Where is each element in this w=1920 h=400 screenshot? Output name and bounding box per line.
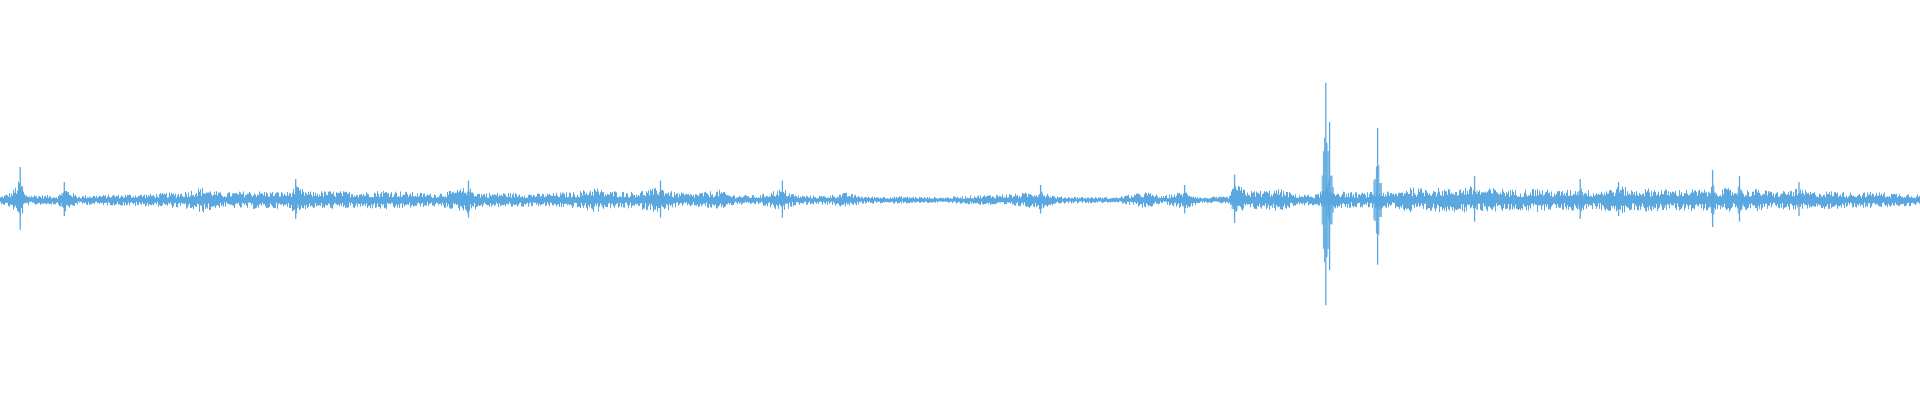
waveform-trace (0, 83, 1920, 306)
waveform-body (0, 181, 1920, 217)
